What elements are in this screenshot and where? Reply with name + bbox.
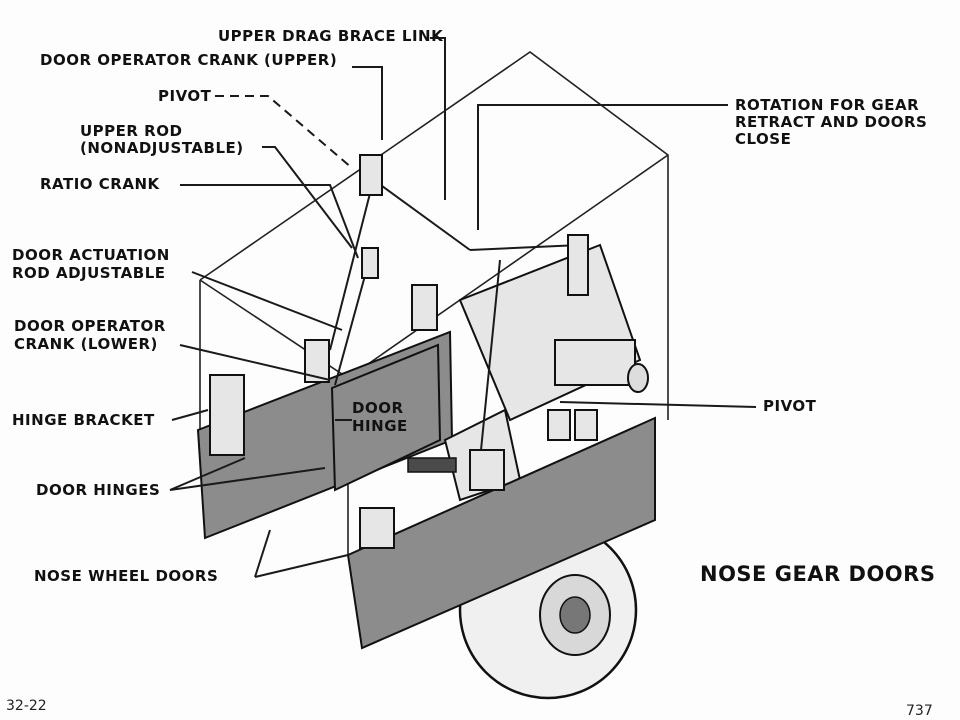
front-door-hinge [359, 507, 395, 549]
label-door-hinge-line2: HINGE [352, 417, 408, 435]
front-door-hinge-2 [469, 449, 505, 491]
hinge-door-panel [330, 343, 442, 492]
label-ratio-crank: RATIO CRANK [40, 175, 160, 193]
label-door-hinges: DOOR HINGES [36, 481, 161, 499]
label-rotation-line3: CLOSE [735, 130, 792, 148]
label-upper-drag-brace-link: UPPER DRAG BRACE LINK [218, 27, 444, 45]
label-nose-wheel-doors: NOSE WHEEL DOORS [34, 567, 219, 585]
label-door-hinge-line1: DOOR [352, 399, 404, 417]
label-upper-rod-line2: (NONADJUSTABLE) [80, 139, 244, 157]
label-door-operator-crank-lower-line1: DOOR OPERATOR [14, 317, 166, 335]
label-door-actuation-line2: ROD ADJUSTABLE [12, 264, 166, 282]
label-pivot-top: PIVOT [158, 87, 212, 105]
label-upper-rod-line1: UPPER ROD [80, 122, 183, 140]
label-door-operator-crank-upper: DOOR OPERATOR CRANK (UPPER) [40, 51, 338, 69]
label-rotation-line1: ROTATION FOR GEAR [735, 96, 920, 114]
label-pivot-right: PIVOT [763, 397, 817, 415]
page-number: 737 [906, 703, 933, 719]
leader-lines [169, 37, 757, 578]
diagram-title: NOSE GEAR DOORS [700, 562, 936, 586]
label-hinge-bracket: HINGE BRACKET [12, 411, 155, 429]
front-door-panel [346, 416, 656, 650]
label-door-actuation-line1: DOOR ACTUATION [12, 246, 170, 264]
figure-number: 32-22 [6, 698, 47, 714]
label-rotation-line2: RETRACT AND DOORS [735, 113, 928, 131]
label-door-operator-crank-lower-line2: CRANK (LOWER) [14, 335, 158, 353]
